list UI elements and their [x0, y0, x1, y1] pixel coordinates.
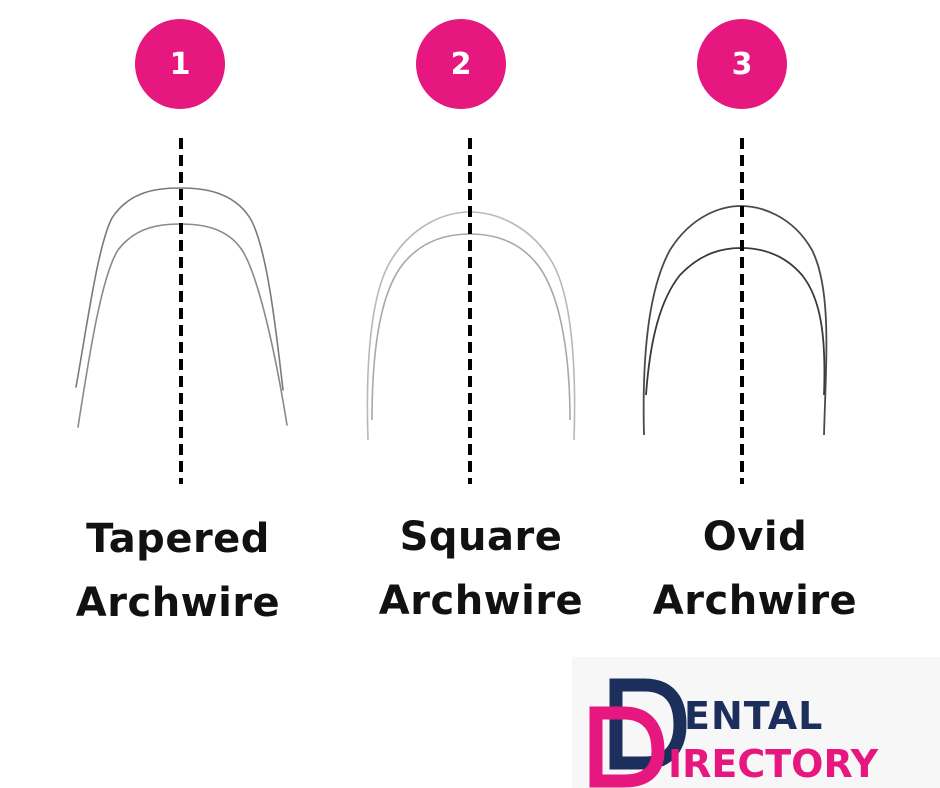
ovid-archwire-icon [642, 205, 828, 436]
badge-number: 3 [731, 46, 753, 82]
badge-number: 2 [450, 46, 472, 82]
label-line2: Archwire [652, 578, 858, 624]
logo-text-ental: ENTAL [684, 694, 823, 738]
logo-text-irectory: IRECTORY [668, 742, 879, 786]
number-badge-2: 2 [416, 19, 506, 109]
label-line1: Tapered [86, 516, 270, 562]
label-tapered-archwire: Tapered Archwire [28, 507, 328, 635]
number-badge-3: 3 [697, 19, 787, 109]
logo-d-pink-icon [589, 706, 665, 788]
label-line2: Archwire [75, 580, 281, 626]
label-line1: Ovid [702, 514, 808, 560]
dental-directory-logo: ENTAL IRECTORY [572, 657, 940, 788]
label-line2: Archwire [378, 578, 584, 624]
archwire-diagrams [75, 138, 828, 484]
number-badge-1: 1 [135, 19, 225, 109]
label-square-archwire: Square Archwire [331, 505, 631, 633]
label-line1: Square [399, 514, 563, 560]
badge-number: 1 [169, 46, 191, 82]
label-ovid-archwire: Ovid Archwire [605, 505, 905, 633]
